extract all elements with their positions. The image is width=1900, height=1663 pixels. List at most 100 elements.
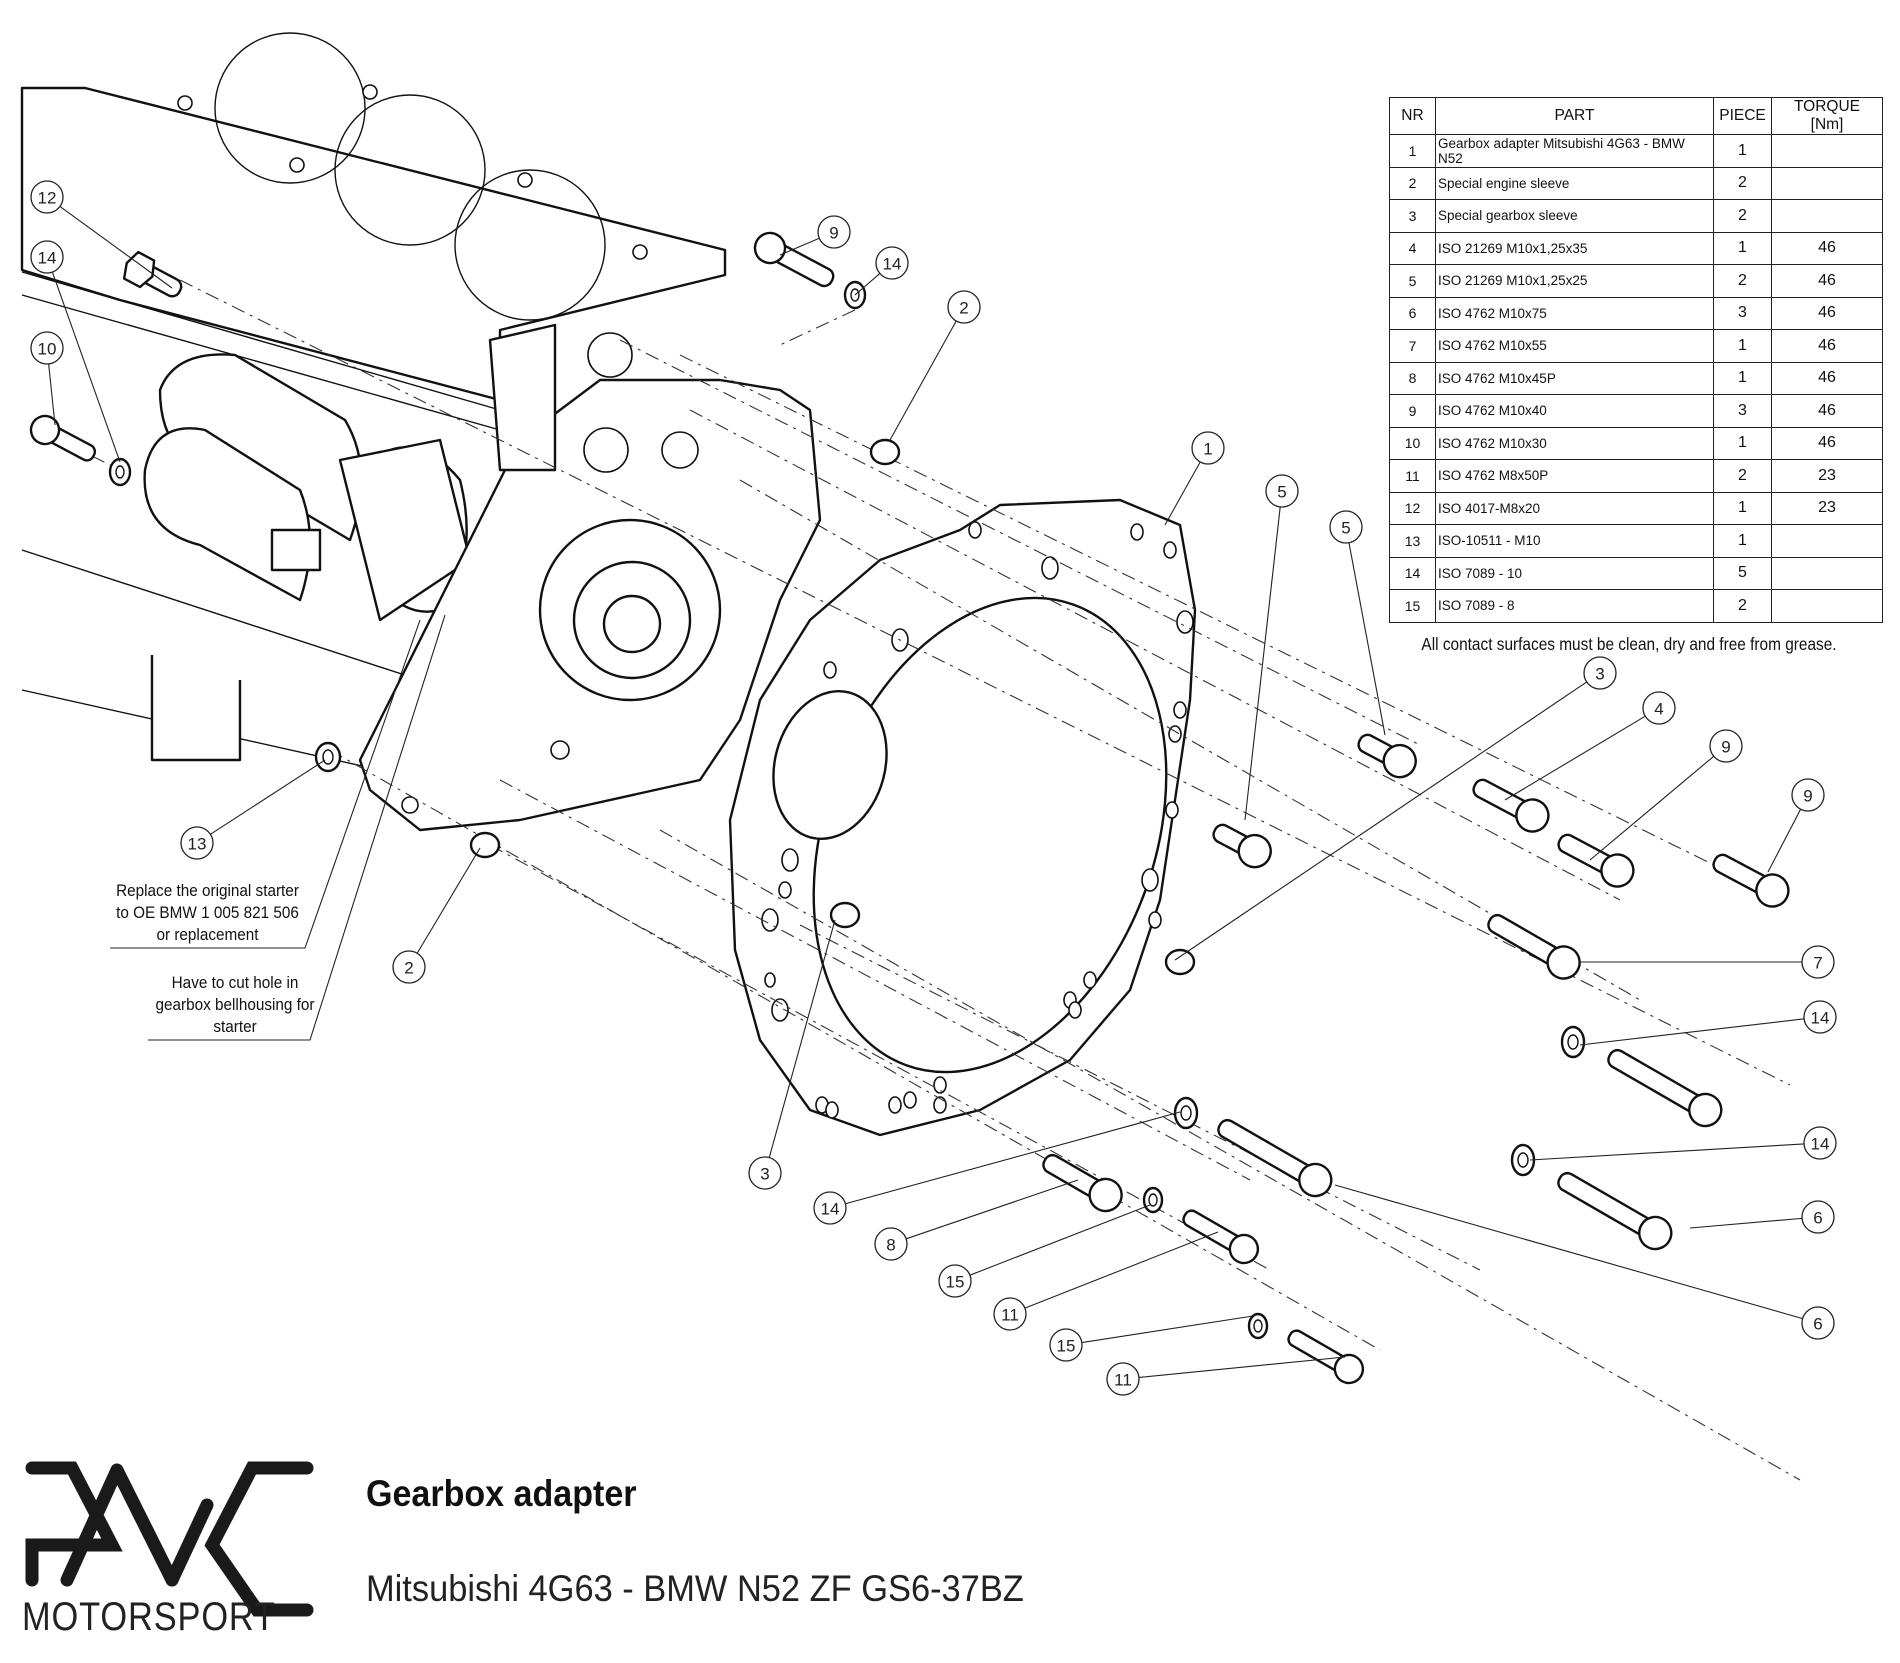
part-number-cell: 7 — [1389, 329, 1436, 363]
callout-balloon: 13 — [180, 826, 214, 860]
part-number-cell: 10 — [1389, 426, 1436, 460]
part-name-cell: ISO 7089 - 8 — [1435, 589, 1714, 623]
callout-label: 6 — [1813, 1315, 1822, 1334]
starter-motor — [143, 353, 472, 622]
bolt-5-b — [1212, 823, 1272, 869]
part-number-cell: 5 — [1389, 264, 1436, 298]
bolt-6-c — [1217, 1118, 1333, 1198]
callout-label: 2 — [959, 299, 968, 318]
callout-leader-line — [48, 363, 56, 426]
piece-count-cell: 1 — [1713, 524, 1772, 558]
callout-label: 14 — [883, 255, 902, 274]
bolt-5-a — [1357, 733, 1417, 779]
callout-balloon: 14 — [30, 240, 64, 274]
part-name-cell: ISO-10511 - M10 — [1435, 524, 1714, 558]
torque-cell: 46 — [1771, 394, 1883, 428]
bellhousing-cut-note: Have to cut hole in gearbox bellhousing … — [150, 972, 321, 1038]
callout-leader-line — [1504, 715, 1646, 801]
engine-rear-plate — [358, 323, 822, 832]
piece-count-cell: 3 — [1713, 394, 1772, 428]
part-name-cell: ISO 4762 M10x45P — [1435, 361, 1714, 395]
adapter-plate — [728, 498, 1197, 1137]
callout-leader-line — [51, 271, 121, 463]
part-name-cell: Special engine sleeve — [1435, 166, 1714, 200]
part-name-cell: Special gearbox sleeve — [1435, 199, 1714, 233]
callout-leader-line — [905, 1179, 1079, 1240]
callout-balloon: 3 — [748, 1156, 782, 1190]
part-number-cell: 9 — [1389, 394, 1436, 428]
callout-leader-line — [768, 919, 836, 1158]
torque-cell: 23 — [1771, 491, 1883, 525]
pmc-monogram-logo-icon — [25, 1461, 314, 1617]
callout-balloon: 2 — [947, 290, 981, 324]
torque-cell — [1771, 199, 1883, 233]
torque-cell — [1771, 556, 1883, 590]
note-line: Replace the original starter — [116, 881, 299, 900]
part-number-cell: 15 — [1389, 589, 1436, 623]
bolt-9-a — [1557, 833, 1635, 888]
callout-leader-line — [1334, 1184, 1803, 1320]
piece-count-cell: 1 — [1713, 426, 1772, 460]
washer-14-left — [108, 457, 132, 487]
callout-leader-line — [1767, 808, 1802, 873]
piece-count-cell: 1 — [1713, 231, 1772, 265]
document-subtitle: Mitsubishi 4G63 - BMW N52 ZF GS6-37BZ — [366, 1568, 1024, 1609]
callout-leader-line — [1174, 681, 1588, 961]
torque-cell: 46 — [1771, 231, 1883, 265]
bolt-8 — [1042, 1153, 1123, 1213]
bolt-4 — [1472, 778, 1550, 833]
parts-list-header: NR PART PIECE TORQUE [Nm] — [1389, 97, 1883, 135]
note-line: gearbox bellhousing for — [155, 995, 315, 1014]
column-header-nr: NR — [1389, 97, 1436, 135]
annotation-leaders — [110, 614, 446, 1041]
piece-count-cell: 2 — [1713, 199, 1772, 233]
callout-balloon: 5 — [1329, 510, 1363, 544]
column-header-part: PART — [1435, 97, 1714, 135]
torque-cell — [1771, 589, 1883, 623]
part-name-cell: ISO 4762 M8x50P — [1435, 459, 1714, 493]
callout-leader-line — [845, 1111, 1181, 1205]
callout-balloon: 6 — [1801, 1200, 1835, 1234]
washer-15-b — [1247, 1312, 1269, 1340]
callout-balloon: 6 — [1801, 1306, 1835, 1340]
sleeve-3-right — [1164, 948, 1196, 976]
callout-label: 2 — [404, 959, 413, 978]
callout-balloon: 11 — [993, 1297, 1027, 1331]
callout-label: 5 — [1341, 519, 1350, 538]
bolt-9-b — [1712, 853, 1790, 908]
part-number-cell: 3 — [1389, 199, 1436, 233]
callout-label: 1 — [1203, 440, 1212, 459]
callout-leader-line — [59, 205, 173, 289]
column-header-piece: PIECE — [1713, 97, 1772, 135]
callout-label: 12 — [38, 189, 57, 208]
part-number-cell: 8 — [1389, 361, 1436, 395]
callout-label: 3 — [1595, 665, 1604, 684]
callout-leader-line — [1164, 461, 1201, 526]
torque-cell: 23 — [1771, 459, 1883, 493]
callout-leader-line — [1081, 1315, 1254, 1344]
sleeve-3-bottom — [829, 901, 861, 929]
part-number-cell: 11 — [1389, 459, 1436, 493]
note-line: or replacement — [156, 925, 259, 944]
bolt-11-b — [1287, 1329, 1365, 1385]
callout-balloon: 3 — [1583, 656, 1617, 690]
callout-leader-line — [779, 237, 820, 256]
piece-count-cell: 2 — [1713, 264, 1772, 298]
callout-label: 4 — [1654, 700, 1663, 719]
callout-label: 15 — [1057, 1337, 1076, 1356]
callout-balloon: 4 — [1642, 691, 1676, 725]
sleeve-2-top — [869, 438, 901, 466]
callout-balloon: 14 — [1803, 1000, 1837, 1034]
callout-label: 13 — [188, 835, 207, 854]
part-number-cell: 2 — [1389, 166, 1436, 200]
